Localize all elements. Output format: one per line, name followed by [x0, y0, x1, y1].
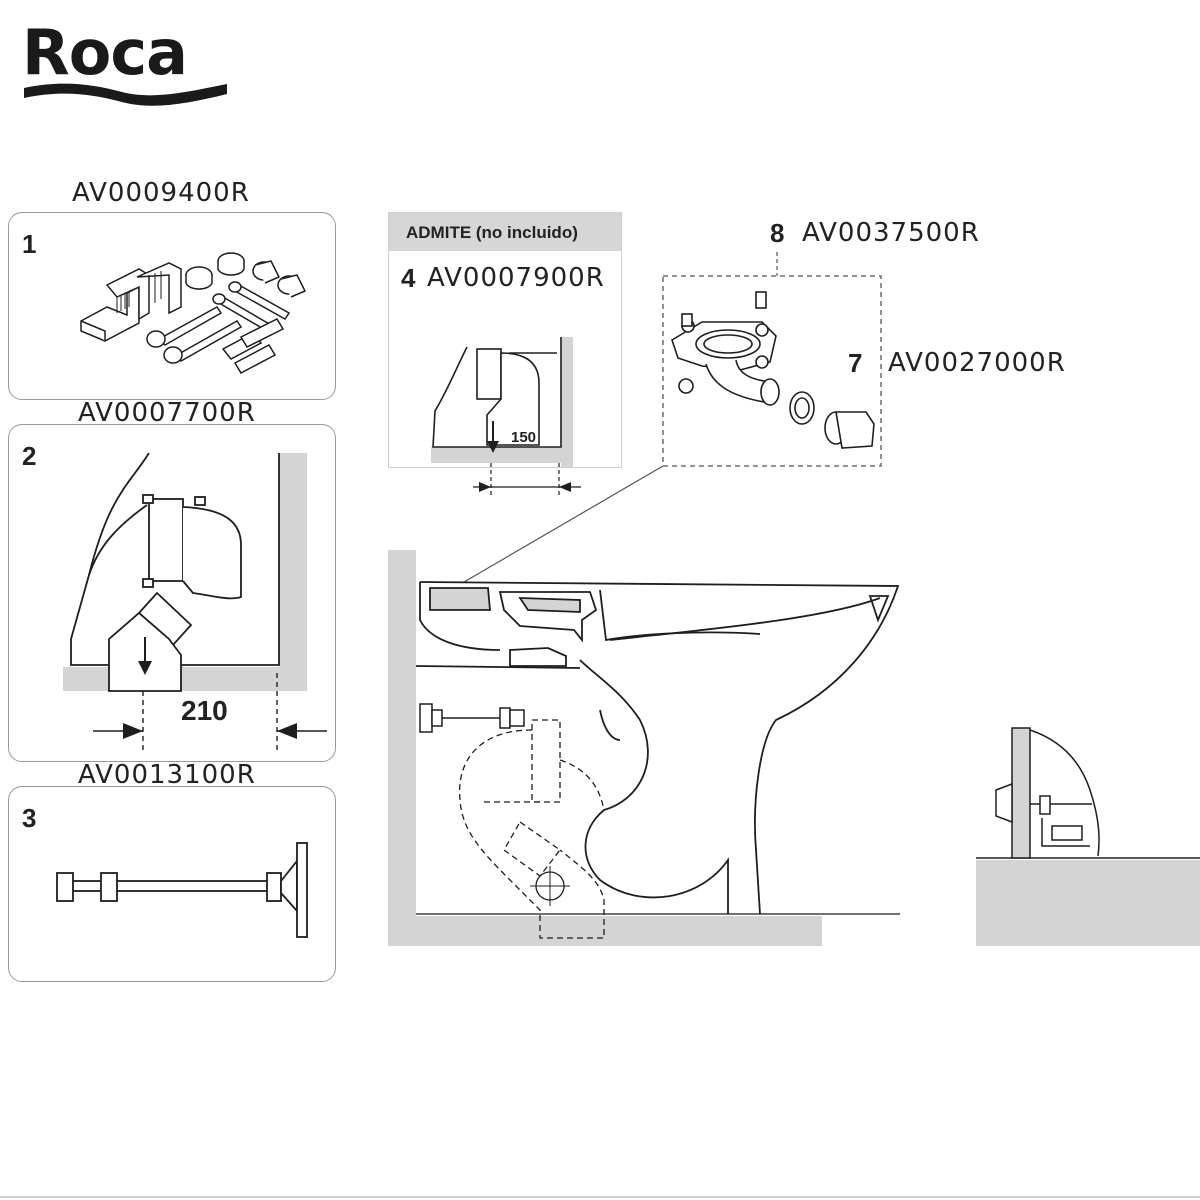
part-4-code: AV0007900R	[427, 263, 605, 293]
roca-logo-wave	[24, 83, 227, 106]
main-installation-diagram	[388, 252, 1200, 946]
hidden-outlet	[458, 719, 605, 939]
part-2-dimension: 210	[181, 695, 228, 726]
threaded-rod-illustration	[56, 842, 308, 938]
part-7-code: AV0027000R	[888, 348, 1066, 378]
bottom-border	[0, 1196, 1200, 1198]
part-4-number: 4	[401, 263, 416, 293]
part-2-connector-diagram	[63, 452, 327, 751]
part-2-box: 2 210	[8, 424, 336, 762]
roca-logo: Roca	[22, 16, 232, 106]
main-floor	[388, 916, 822, 946]
roca-logo-text: Roca	[22, 16, 187, 89]
part-7-number: 7	[848, 348, 863, 378]
floor	[431, 447, 573, 463]
part-3-code: AV0013100R	[78, 760, 256, 790]
admite-label: ADMITE (no incluido)	[406, 223, 578, 242]
wall	[279, 453, 307, 691]
admite-header: ADMITE (no incluido)	[389, 213, 621, 251]
part-8-group-frame	[662, 275, 882, 467]
water-inlet	[419, 703, 525, 733]
part-8-code: AV0037500R	[802, 218, 980, 248]
detail-floor	[976, 860, 1200, 946]
fixing-kit-illustration	[80, 252, 307, 374]
part-4-connector-diagram	[431, 337, 581, 495]
part-3-number: 3	[22, 803, 37, 833]
part-1-box: 1	[8, 212, 336, 400]
part-1-number: 1	[22, 229, 37, 259]
part-1-code: AV0009400R	[72, 178, 250, 208]
admite-box: ADMITE (no incluido) 4 AV0007900R 150	[388, 212, 622, 495]
wall	[561, 337, 573, 467]
roca-logo-mark: Roca	[22, 16, 227, 106]
toilet-body	[415, 581, 900, 915]
part-4-dimension: 150	[511, 429, 537, 446]
wall-fixing-detail	[995, 727, 1100, 859]
part-3-box: 3	[8, 786, 336, 982]
part-2-number: 2	[22, 441, 37, 471]
part-2-code: AV0007700R	[78, 398, 256, 428]
outlet-elbow-kit	[671, 291, 875, 449]
main-wall	[388, 550, 416, 946]
leader-line	[463, 465, 664, 583]
part-8-number: 8	[770, 218, 785, 248]
